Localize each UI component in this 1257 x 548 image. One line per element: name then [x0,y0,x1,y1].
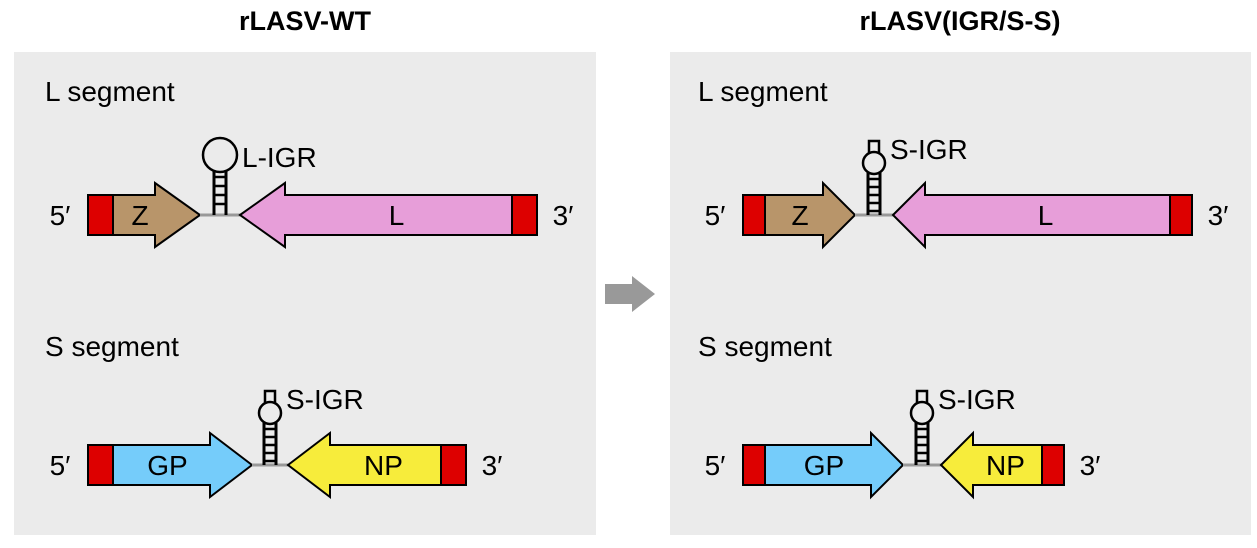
gene-label-l-mutant-l: L [1038,200,1054,231]
utr-5-box-mutant-l [742,194,766,236]
segment-label-l-mutant: L segment [698,76,828,107]
loop [201,136,239,174]
gene-label-gp-mutant-s: GP [804,450,844,481]
gene-arrow-l-mutant-l [891,180,1171,250]
igr-label-wt-l: L-IGR [242,142,317,173]
igr-hairpin-icon-mutant-s [909,389,935,465]
five-prime-label-wt-l: 5′ [50,200,71,231]
gene-label-l-wt-l: L [389,200,405,231]
utr-3-box-mutant-s [1041,444,1065,486]
utr-5-box-mutant-s [742,444,766,486]
gene-label-z-wt-l: Z [131,200,148,231]
igr-label-wt-s: S-IGR [286,384,364,415]
right-arrow-icon [605,276,655,312]
five-prime-label-wt-s: 5′ [50,450,71,481]
three-prime-label-wt-s: 3′ [482,450,503,481]
panel-title-wt: rLASV-WT [239,6,371,36]
igr-label-mutant-s: S-IGR [938,384,1016,415]
igr-label-mutant-l: S-IGR [890,134,968,165]
internal-loop [861,150,887,176]
five-prime-label-mutant-s: 5′ [705,450,726,481]
utr-3-box-wt-l [511,194,538,236]
utr-5-box-wt-l [87,194,114,236]
utr-3-box-wt-s [440,444,467,486]
gene-arrow-z-mutant-l [764,180,857,250]
igr-hairpin-icon-wt-l [201,136,239,215]
segment-label-l-wt: L segment [45,76,175,107]
segment-label-s-wt: S segment [45,331,179,362]
three-prime-label-mutant-s: 3′ [1080,450,1101,481]
gene-arrow-gp-mutant-s [764,430,905,500]
three-prime-label-wt-l: 3′ [553,200,574,231]
gene-label-np-wt-s: NP [364,450,403,481]
utr-3-box-mutant-l [1169,194,1193,236]
internal-loop [257,400,283,426]
gene-arrow-l-wt-l [238,181,513,249]
three-prime-label-mutant-l: 3′ [1208,200,1229,231]
gene-label-np-mutant-s: NP [986,450,1025,481]
gene-label-z-mutant-l: Z [791,200,808,231]
gene-label-gp-wt-s: GP [147,450,187,481]
internal-loop [909,400,935,426]
utr-5-box-wt-s [87,444,114,486]
five-prime-label-mutant-l: 5′ [705,200,726,231]
igr-hairpin-icon-mutant-l [861,139,887,215]
igr-hairpin-icon-wt-s [257,389,283,465]
gene-arrow-z-wt-l [112,181,202,249]
segment-label-s-mutant: S segment [698,331,832,362]
gene-arrow-gp-wt-s [112,430,254,500]
panel-title-mutant: rLASV(IGR/S-S) [859,6,1061,36]
